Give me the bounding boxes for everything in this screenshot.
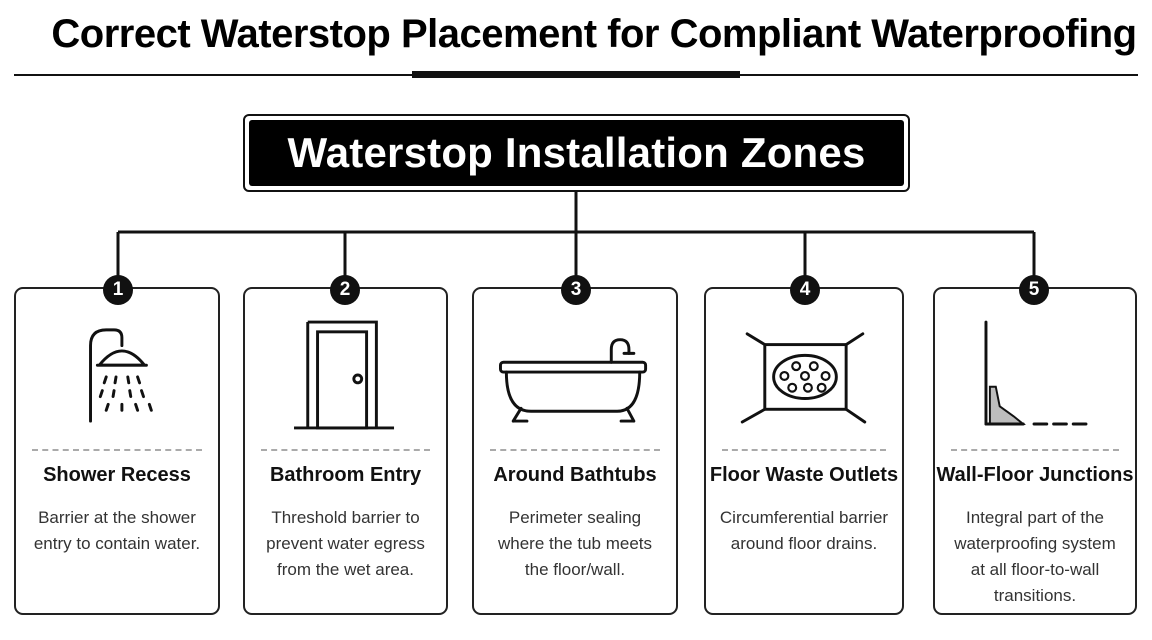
zone-number-badge: 1 (103, 275, 133, 305)
card-divider (261, 449, 430, 451)
zone-number-badge: 2 (330, 275, 360, 305)
card-divider (32, 449, 202, 451)
zone-card-wall-floor-junctions: Wall-Floor Junctions Integral part of th… (933, 287, 1137, 615)
shower-icon (89, 328, 153, 423)
zone-number-badge: 5 (1019, 275, 1049, 305)
wall-floor-junction-icon (984, 320, 1088, 426)
zone-card-floor-waste-outlets: Floor Waste Outlets Circumferential barr… (704, 287, 904, 615)
zone-number-badge: 3 (561, 275, 591, 305)
main-heading: Waterstop Installation Zones (287, 129, 866, 176)
main-heading-box: Waterstop Installation Zones (243, 114, 910, 192)
card-divider (490, 449, 660, 451)
card-divider (951, 449, 1119, 451)
zone-card-bathroom-entry: Bathroom Entry Threshold barrier to prev… (243, 287, 448, 615)
zone-card-around-bathtubs: Around Bathtubs Perimeter sealing where … (472, 287, 678, 615)
bathtub-icon (499, 338, 648, 423)
zone-number-badge: 4 (790, 275, 820, 305)
zone-description: Barrier at the shower entry to contain w… (33, 508, 201, 553)
card-divider (722, 449, 886, 451)
zone-description: Integral part of the waterproofing syste… (954, 508, 1116, 605)
zone-title: Wall-Floor Junctions (936, 464, 1134, 486)
page-title: Correct Waterstop Placement for Complian… (51, 12, 1137, 56)
zone-card-shower-recess: Shower Recess Barrier at the shower entr… (14, 287, 220, 615)
title-underline-accent (412, 71, 740, 78)
floor-drain-icon (740, 332, 867, 424)
door-icon (294, 320, 395, 430)
zone-title: Around Bathtubs (493, 464, 657, 486)
zone-title: Shower Recess (43, 464, 191, 486)
zone-title: Bathroom Entry (269, 464, 422, 486)
zone-description: Circumferential barrier around floor dra… (719, 508, 889, 553)
zone-title: Floor Waste Outlets (709, 464, 899, 486)
zone-description: Threshold barrier to prevent water egres… (266, 508, 425, 579)
zone-description: Perimeter sealing where the tub meets th… (497, 508, 653, 579)
